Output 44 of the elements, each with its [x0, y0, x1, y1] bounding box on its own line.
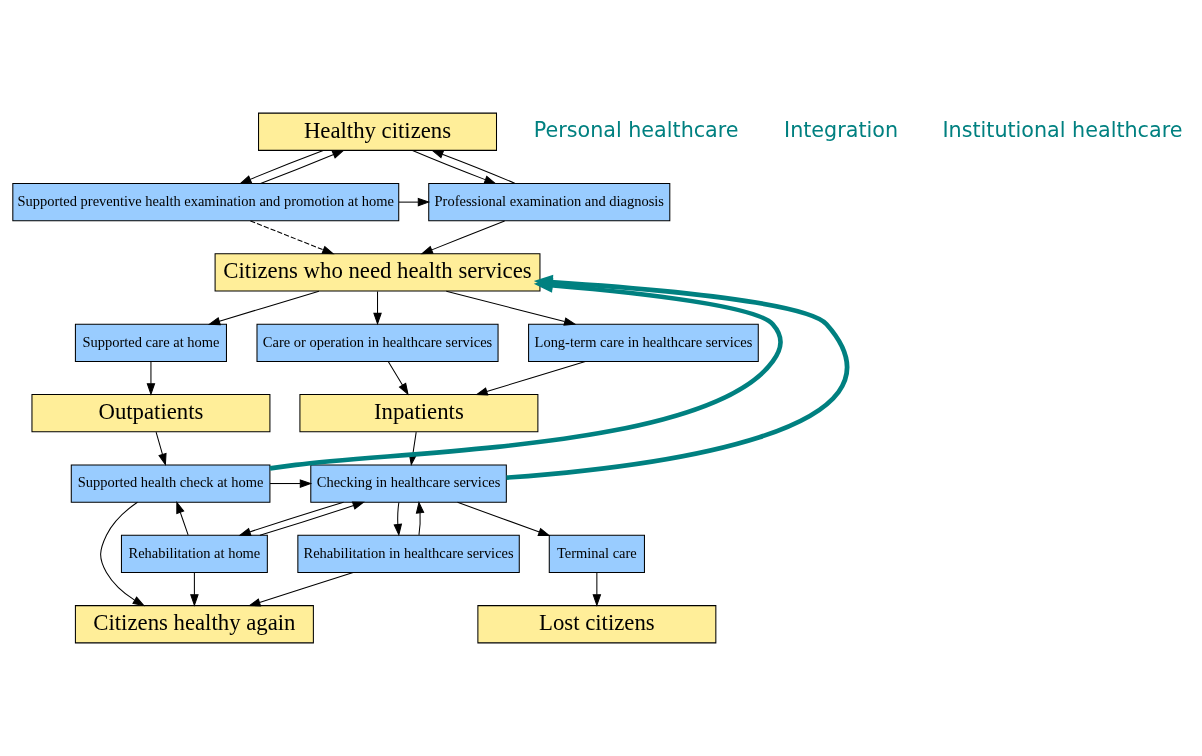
arrow: [420, 220, 506, 255]
node-box: Professional examination and diagnosis: [428, 182, 671, 222]
node-box: Rehabilitation at home: [120, 534, 268, 574]
node-box: Supported preventive health examination and promotion at home: [12, 182, 400, 222]
arrow: [431, 150, 516, 184]
node-box: Supported health check at home: [70, 464, 271, 503]
arrow: [239, 150, 324, 184]
arrow: [190, 572, 199, 607]
arrow: [238, 501, 344, 536]
arrow: [260, 149, 345, 184]
arrow: [176, 501, 189, 536]
arrow: [373, 290, 382, 326]
arrow: [475, 361, 586, 396]
node-box: Inpatients: [299, 394, 539, 433]
label: Personal healthcare: [533, 117, 739, 142]
arrow: [387, 361, 409, 396]
arrow: [592, 572, 602, 607]
arrow: [415, 500, 425, 536]
node-box: Citizens who need health services: [214, 253, 541, 292]
node-box: Citizens healthy again: [74, 605, 314, 644]
node-box: Checking in healthcare services: [310, 464, 507, 503]
arrow: [457, 501, 551, 537]
arrow: [249, 220, 335, 255]
label: Institutional healthcare: [942, 117, 1183, 142]
node-box: Lost citizens: [477, 605, 717, 644]
node-box: Rehabilitation in healthcare services: [297, 534, 520, 574]
arrow: [445, 290, 577, 326]
node-box: Healthy citizens: [258, 112, 497, 151]
arrow: [146, 361, 156, 396]
arrow: [207, 290, 320, 326]
arrow: [269, 479, 313, 488]
node-box: Care or operation in healthcare services: [256, 323, 499, 362]
label: Integration: [784, 117, 899, 142]
arrow: [259, 501, 365, 536]
arrow: [100, 501, 146, 607]
arrow: [248, 572, 354, 607]
node-box: Outpatients: [31, 394, 271, 433]
node-box: Long-term care in healthcare services: [528, 323, 759, 362]
arrow: [155, 431, 167, 466]
node-box: Terminal care: [548, 534, 645, 574]
node-box: Supported care at home: [74, 323, 227, 362]
arrow: [393, 502, 403, 537]
arrow: [398, 197, 431, 207]
arrow: [412, 150, 497, 184]
